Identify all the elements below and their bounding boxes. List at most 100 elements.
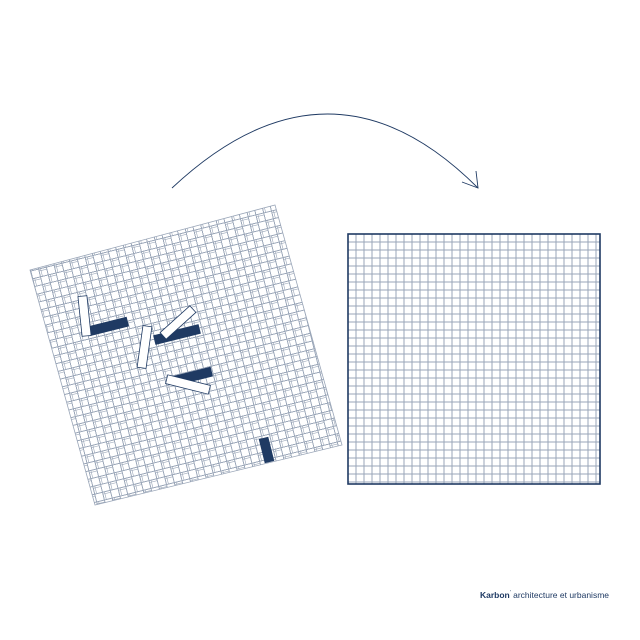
plank-vertical (47, 564, 66, 611)
plank-vertical (233, 122, 252, 169)
plank-horizontal (321, 492, 342, 505)
plank-horizontal (587, 377, 600, 387)
plank-vertical (467, 481, 477, 484)
plank-vertical (0, 306, 9, 353)
plank-vertical (2, 287, 21, 334)
plank-horizontal (579, 234, 600, 235)
plank-horizontal (579, 305, 600, 315)
plank-vertical (143, 489, 163, 505)
plank-vertical (275, 205, 296, 208)
plank-horizontal (0, 257, 21, 276)
plank-horizontal (30, 476, 35, 496)
plank-horizontal (30, 493, 65, 505)
plank-vertical (205, 474, 226, 505)
credit-line: Karbon' architecture et urbanisme (480, 590, 609, 600)
plank-horizontal (168, 506, 215, 525)
plank-horizontal (255, 492, 303, 505)
plank-vertical (146, 135, 165, 182)
plank-vertical (587, 234, 597, 235)
plank-horizontal (323, 205, 342, 223)
plank-horizontal (348, 234, 357, 235)
plank-vertical (141, 205, 162, 233)
plank-vertical (73, 210, 94, 258)
plank-vertical (296, 476, 317, 505)
plank-horizontal (188, 518, 235, 537)
plank-horizontal (34, 464, 82, 485)
plank-vertical (288, 141, 307, 188)
plank-vertical (308, 457, 328, 505)
plank-horizontal (296, 226, 342, 246)
plank-vertical (52, 422, 72, 470)
plank-horizontal (579, 337, 600, 347)
plank-vertical (0, 174, 10, 221)
plank-vertical (190, 149, 209, 196)
plank-vertical (4, 261, 23, 308)
plank-vertical (128, 205, 148, 212)
plank-vertical (0, 246, 19, 293)
plank-vertical (363, 234, 373, 235)
plank-vertical (91, 512, 110, 559)
plank-vertical (151, 205, 171, 239)
plank-vertical (0, 250, 4, 297)
plank-horizontal (579, 417, 600, 427)
plank-vertical (120, 205, 140, 247)
plank-horizontal (131, 205, 179, 213)
plank-vertical (286, 100, 305, 147)
plank-horizontal (30, 224, 55, 244)
plank-vertical (184, 488, 204, 505)
plank-horizontal (296, 490, 342, 505)
plank-horizontal (30, 484, 70, 504)
plank-vertical (30, 379, 45, 427)
plank-horizontal (135, 208, 183, 229)
plank-vertical (304, 205, 325, 225)
plank-vertical (30, 332, 34, 381)
plank-horizontal (134, 168, 181, 187)
plank-vertical (0, 312, 19, 359)
plank-vertical (208, 120, 227, 167)
plank-vertical (198, 510, 217, 557)
plank-vertical (157, 205, 177, 229)
plank-horizontal (46, 512, 93, 531)
plank-horizontal (32, 489, 80, 505)
plank-vertical (316, 205, 336, 206)
plank-vertical (355, 481, 365, 484)
plank-vertical (122, 205, 142, 221)
plank-horizontal (30, 431, 49, 452)
plank-vertical (75, 205, 96, 233)
plank-vertical (76, 516, 95, 563)
plank-horizontal (189, 491, 237, 505)
plank-vertical (61, 493, 82, 505)
plank-vertical (0, 224, 6, 271)
plank-horizontal (30, 233, 49, 254)
plank-vertical (219, 495, 239, 505)
plank-vertical (320, 305, 340, 354)
plank-horizontal (198, 523, 245, 542)
plank-vertical (111, 523, 130, 570)
plank-vertical (298, 205, 319, 235)
plank-horizontal (239, 495, 288, 505)
plank-horizontal (166, 531, 213, 550)
plank-horizontal (15, 519, 62, 538)
plank-horizontal (166, 205, 214, 221)
plank-vertical (44, 390, 65, 439)
plank-vertical (294, 237, 315, 286)
plank-vertical (212, 135, 231, 182)
plank-vertical (59, 453, 80, 501)
plank-horizontal (30, 394, 32, 415)
plank-horizontal (587, 425, 600, 435)
plank-horizontal (30, 406, 51, 427)
plank-horizontal (331, 431, 342, 452)
plank-horizontal (348, 281, 349, 291)
plank-vertical (348, 305, 349, 355)
plank-horizontal (300, 241, 342, 262)
plank-horizontal (261, 482, 309, 502)
plank-horizontal (311, 486, 342, 505)
plank-vertical (63, 468, 84, 505)
plank-vertical (277, 464, 297, 505)
plank-horizontal (0, 430, 23, 449)
plank-vertical (30, 205, 34, 249)
plank-horizontal (290, 499, 338, 505)
plank-vertical (30, 205, 39, 239)
loose-plank (77, 295, 92, 337)
plank-vertical (223, 512, 242, 559)
